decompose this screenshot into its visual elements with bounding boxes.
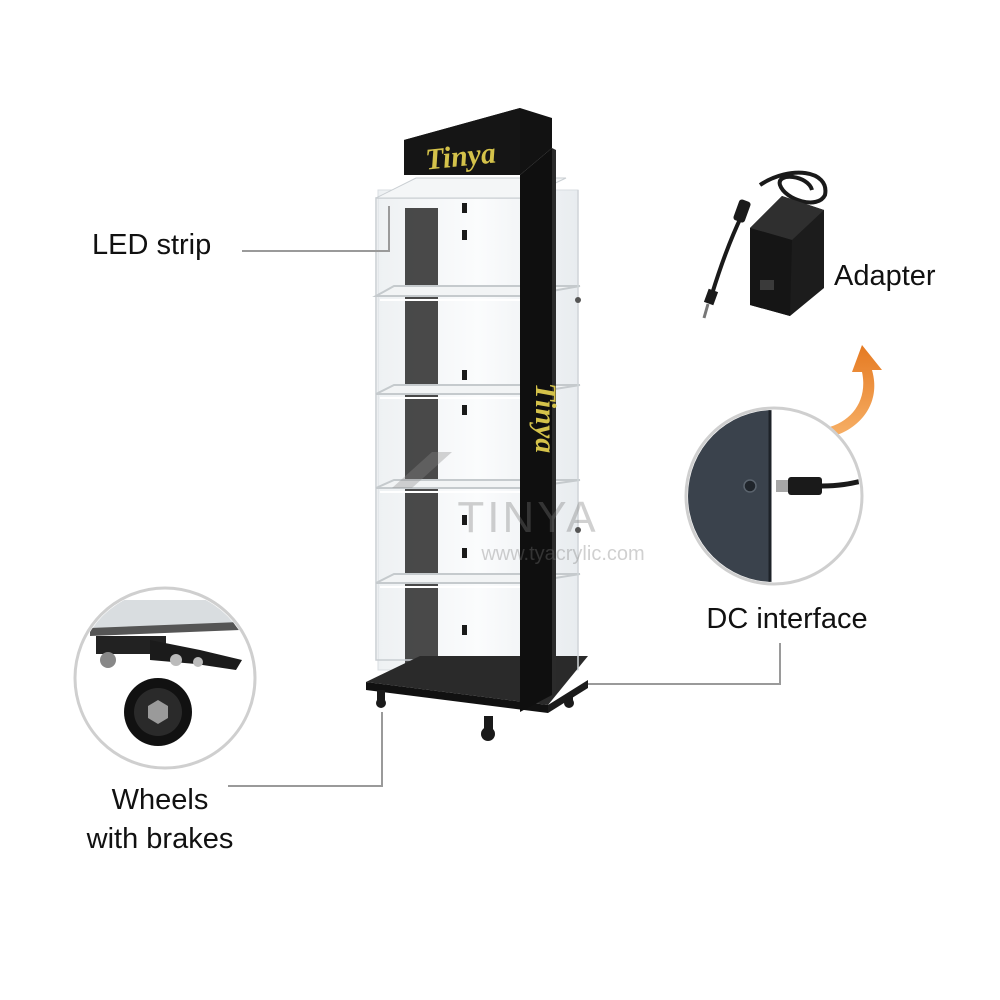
adapter-label: Adapter [834, 260, 936, 292]
display-cabinet [366, 108, 588, 741]
dc-interface-label: DC interface [706, 603, 867, 635]
wheels-label-line1: Wheels [111, 784, 209, 816]
brand-logo-top: Tinya [424, 136, 498, 176]
svg-text:www.tyacrylic.com: www.tyacrylic.com [480, 543, 644, 565]
wheel-inset [73, 586, 257, 770]
casters [376, 690, 574, 741]
svg-text:TINYA: TINYA [457, 493, 598, 542]
wheels-label-line2: with brakes [86, 823, 234, 855]
leader-lines [228, 206, 781, 787]
adapter-image [702, 170, 828, 319]
dc-interface-inset [684, 406, 864, 586]
led-strip-label: LED strip [92, 229, 212, 261]
arrow-icon [826, 345, 882, 438]
brand-logo-pillar: Tinya [529, 383, 562, 454]
watermark: TINYA www.tyacrylic.com [392, 452, 645, 565]
